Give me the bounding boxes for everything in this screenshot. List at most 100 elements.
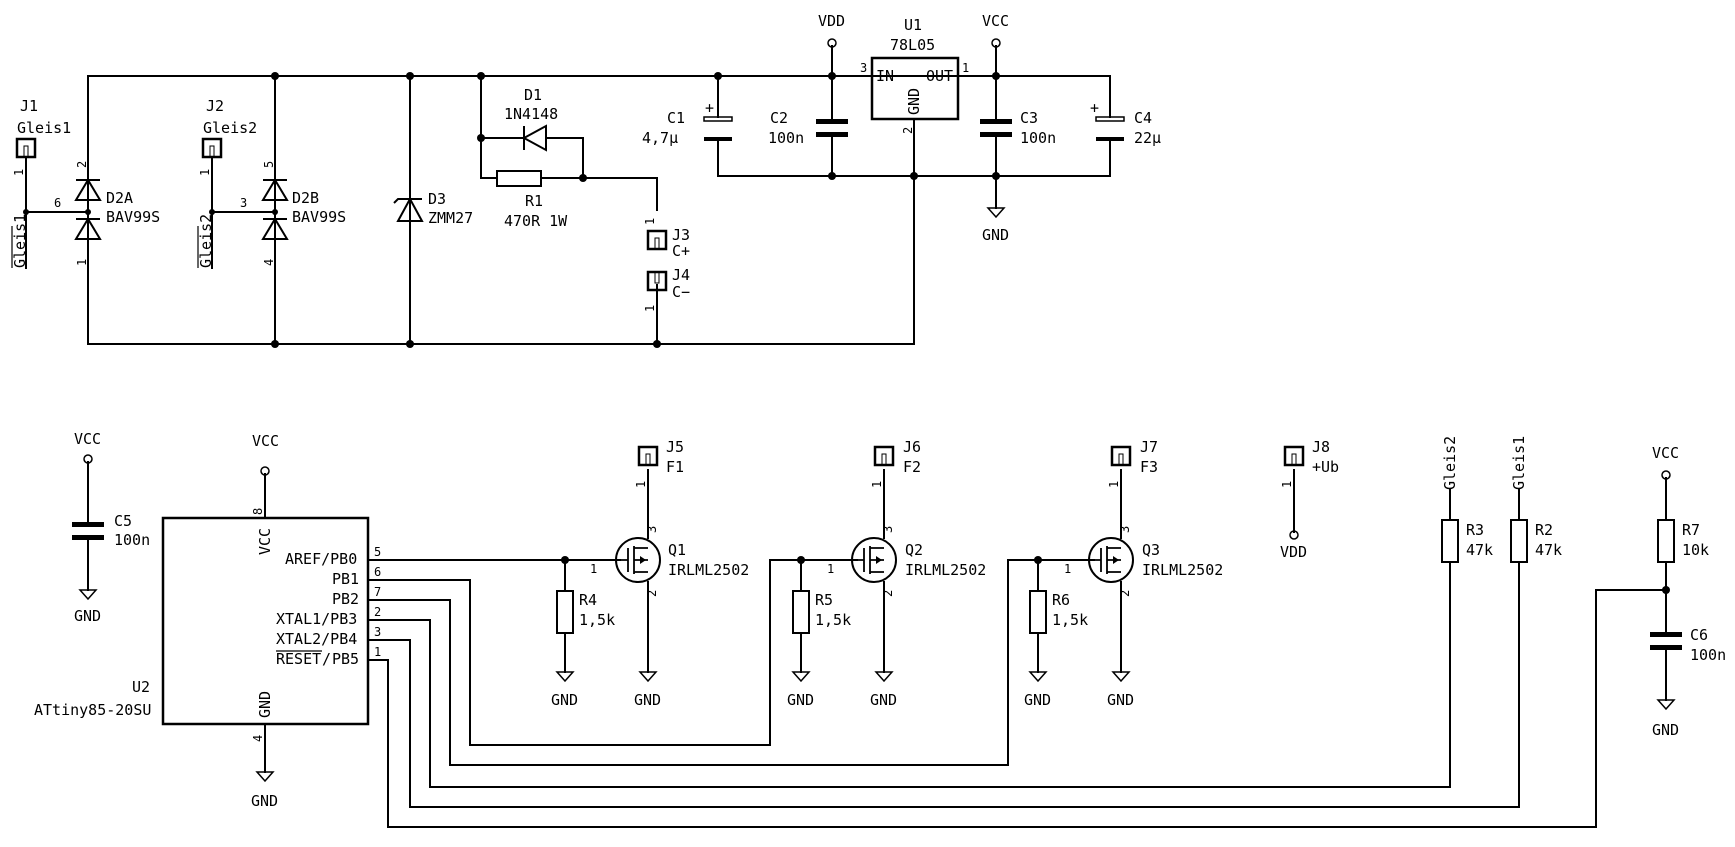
c3-ref: C3 (1020, 109, 1038, 127)
r3-value: 47k (1466, 541, 1493, 559)
j6-value: F2 (903, 458, 921, 476)
c1-ref: C1 (667, 109, 685, 127)
connector-j4: 1 J4 C− (643, 266, 690, 312)
bottom-junctions (561, 556, 1670, 594)
vdd-flag-top: VDD (818, 12, 845, 48)
r3-ref: R3 (1466, 521, 1484, 539)
u1-pin1: 1 (962, 61, 969, 75)
u2-pin-reset: RESET (276, 650, 321, 668)
c4-ref: C4 (1134, 109, 1152, 127)
driver-stage-q3: 1 J7 F3 1 3 2 Q3 IRLML2502 R6 1,5k GND G… (1024, 438, 1223, 709)
vcc-label-top: VCC (982, 12, 1009, 30)
u2-pin1: 1 (374, 645, 381, 659)
j7-ref: J7 (1140, 438, 1158, 456)
r2-ref: R2 (1535, 521, 1553, 539)
u2-pin-pb4: XTAL2/PB4 (276, 630, 357, 648)
j5-ref: J5 (666, 438, 684, 456)
j5-pin: 1 (634, 481, 648, 488)
j4-value: C− (672, 283, 690, 301)
vcc-flag-top: VCC (982, 12, 1009, 48)
u2-pin-gnd: GND (256, 691, 274, 718)
q3-value: IRLML2502 (1142, 561, 1223, 579)
u1-pin-in: IN (876, 67, 894, 85)
u2-pin8: 8 (251, 508, 265, 515)
capacitor-c3: C3 100n (980, 109, 1056, 147)
c6-ref: C6 (1690, 626, 1708, 644)
gnd-label-r5: GND (787, 691, 814, 709)
gnd-label-q2: GND (870, 691, 897, 709)
gnd-label-q3: GND (1107, 691, 1134, 709)
vdd-label-top: VDD (818, 12, 845, 30)
u1-value: 78L05 (890, 36, 935, 54)
q1-pin1: 1 (590, 562, 597, 576)
d2a-ref: D2A (106, 189, 133, 207)
j7-pin: 1 (1107, 481, 1121, 488)
connector-j3: 1 J3 C+ (643, 218, 690, 260)
j5-value: F1 (666, 458, 684, 476)
u2-pin-pb5-suffix: / (322, 650, 331, 668)
j7-value: F3 (1140, 458, 1158, 476)
resistor-r2: Gleis1 R2 47k (1510, 436, 1562, 563)
u2-pin-pb0: AREF/PB0 (285, 550, 357, 568)
diode-d1: D1 1N4148 (504, 86, 558, 152)
d2b-pin4: 4 (262, 259, 276, 266)
u2-ref: U2 (132, 678, 150, 696)
regulator-u1: U1 78L05 IN OUT GND 3 1 2 (860, 16, 969, 134)
diode-d2a: 2 1 6 D2A BAV99S (54, 161, 160, 266)
r5-ref: R5 (815, 591, 833, 609)
q2-pin2: 2 (881, 590, 895, 597)
capacitor-c2: C2 100n (768, 109, 848, 147)
connector-j1: J1 Gleis1 1 Gleis1 (11, 97, 71, 268)
q1-ref: Q1 (668, 541, 686, 559)
d3-value: ZMM27 (428, 209, 473, 227)
j3-ref: J3 (672, 226, 690, 244)
vcc-label-u2: VCC (252, 432, 279, 450)
connector-j2: J2 Gleis2 1 Gleis2 (197, 97, 257, 268)
d2b-value: BAV99S (292, 208, 346, 226)
capacitor-c1: + C1 4,7µ (642, 99, 733, 147)
u2-pin-vcc: VCC (256, 528, 274, 555)
c1-polarity: + (705, 99, 714, 117)
c4-value: 22µ (1134, 129, 1161, 147)
j8-value: +Ub (1312, 458, 1339, 476)
q1-value: IRLML2502 (668, 561, 749, 579)
q2-pin3: 3 (881, 526, 895, 533)
u2-pin-pb3: XTAL1/PB3 (276, 610, 357, 628)
j8-ref: J8 (1312, 438, 1330, 456)
bottom-wires (87, 461, 1667, 828)
net-label-gleis2-j2: Gleis2 (197, 214, 215, 268)
c2-value: 100n (768, 129, 804, 147)
r1-ref: R1 (525, 192, 543, 210)
u2-pin3: 3 (374, 625, 381, 639)
j1-pin: 1 (12, 169, 26, 176)
c3-value: 100n (1020, 129, 1056, 147)
r5-value: 1,5k (815, 611, 851, 629)
top-wires (25, 45, 1111, 345)
gnd-label-c5: GND (74, 607, 101, 625)
u2-pin2: 2 (374, 605, 381, 619)
vcc-label-r7: VCC (1652, 444, 1679, 462)
r1-value: 470R 1W (504, 212, 568, 230)
r4-ref: R4 (579, 591, 597, 609)
q3-pin1: 1 (1064, 562, 1071, 576)
diode-d2b: 5 4 3 D2B BAV99S (240, 161, 346, 266)
net-label-gleis2-r3: Gleis2 (1441, 436, 1459, 490)
net-label-gleis1-r2: Gleis1 (1510, 436, 1528, 490)
j1-ref: J1 (20, 97, 38, 115)
q2-value: IRLML2502 (905, 561, 986, 579)
vdd-label-j8: VDD (1280, 543, 1307, 561)
d3-ref: D3 (428, 190, 446, 208)
u1-ref: U1 (904, 16, 922, 34)
j2-ref: J2 (206, 97, 224, 115)
c6-value: 100n (1690, 646, 1726, 664)
c2-ref: C2 (770, 109, 788, 127)
mcu-u2: VCC 8 VCC GND 4 AREF/PB0 PB1 PB2 XTAL1/P… (34, 432, 381, 810)
d2a-pin6: 6 (54, 196, 61, 210)
driver-stage-q1: 1 J5 F1 1 3 2 Q1 IRLML2502 R4 1,5k GND G… (551, 438, 749, 709)
u2-pin-pb2: PB2 (332, 590, 359, 608)
d1-ref: D1 (524, 86, 542, 104)
r7-value: 10k (1682, 541, 1709, 559)
d1-value: 1N4148 (504, 105, 558, 123)
gnd-label-r4: GND (551, 691, 578, 709)
